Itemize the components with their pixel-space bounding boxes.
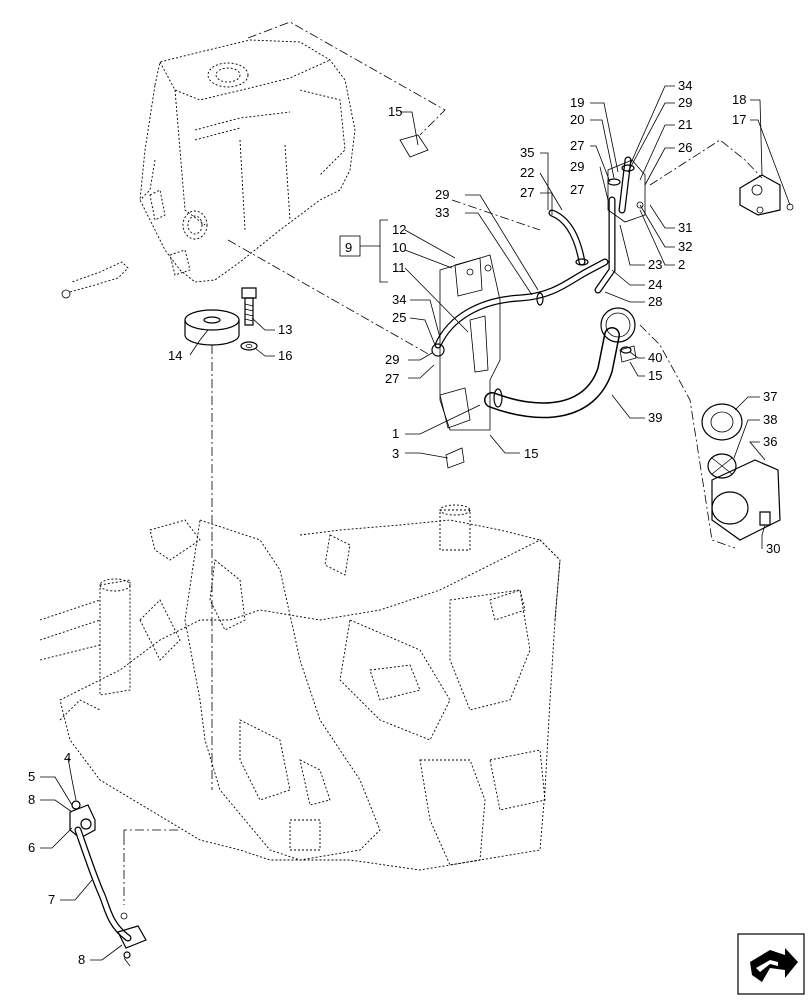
callout-19: 19 [570,95,584,110]
callout-33: 33 [435,205,449,220]
callout-29c: 29 [570,159,584,174]
group-bracket [339,219,388,283]
callout-29b: 29 [435,187,449,202]
callout-25: 25 [392,310,406,325]
callout-27d: 27 [570,182,584,197]
center-lines [123,21,763,905]
sensor-tube [74,826,132,942]
hose-clamps [431,164,635,408]
callout-9: 9 [345,240,352,255]
callout-3: 3 [392,446,399,461]
callout-15b: 15 [524,446,538,461]
orientation-arrow-icon [737,933,805,995]
callout-38: 38 [763,412,777,427]
bracket-clip [399,134,637,469]
callout-23: 23 [648,257,662,272]
callout-29d: 29 [678,95,692,110]
cap-gasket [707,453,737,479]
callout-26: 26 [678,140,692,155]
callout-1: 1 [392,426,399,441]
sensor-bracket [117,912,147,967]
callout-40: 40 [648,350,662,365]
callout-8a: 8 [28,792,35,807]
callout-37: 37 [763,389,777,404]
leader-lines [40,85,791,961]
mounting-bolt [241,287,257,326]
callout-32: 32 [678,239,692,254]
callout-34b: 34 [678,78,692,93]
callout-4: 4 [64,750,71,765]
fuel-filler-hose [484,327,620,419]
callout-8b: 8 [78,952,85,967]
callout-39: 39 [648,410,662,425]
callout-21: 21 [678,117,692,132]
callout-36: 36 [763,434,777,449]
callout-17: 17 [732,112,746,127]
callout-15a: 15 [388,104,402,119]
callout-6: 6 [28,840,35,855]
callout-27b: 27 [520,185,534,200]
callout-2: 2 [678,257,685,272]
callout-5: 5 [28,769,35,784]
callout-28: 28 [648,294,662,309]
callout-27c: 27 [570,138,584,153]
callout-20: 20 [570,112,584,127]
filler-cap [701,403,743,441]
callout-34a: 34 [392,292,406,307]
callout-27a: 27 [385,371,399,386]
callout-15c: 15 [648,368,662,383]
tank-strap-bracket [61,261,129,299]
callout-7: 7 [48,892,55,907]
callout-24: 24 [648,277,662,292]
callout-22: 22 [520,165,534,180]
callout-13: 13 [278,322,292,337]
callout-29a: 29 [385,352,399,367]
callout-10: 10 [392,240,406,255]
cap-adapter [711,459,781,541]
upper-frame [39,504,561,871]
callout-35: 35 [520,145,534,160]
callout-11: 11 [392,260,406,275]
fuel-tank [139,39,356,283]
callout-14: 14 [168,348,182,363]
filler-neck [600,307,636,343]
callout-30: 30 [766,541,780,556]
washer [240,341,258,351]
callout-31: 31 [678,220,692,235]
callout-18: 18 [732,92,746,107]
callout-16: 16 [278,348,292,363]
fuel-cap-cover [739,174,794,216]
rubber-mount [184,309,240,346]
callout-12: 12 [392,222,406,237]
callout-labels: 15 14 13 16 9 12 10 11 34 25 29 27 1 3 1… [28,78,780,967]
